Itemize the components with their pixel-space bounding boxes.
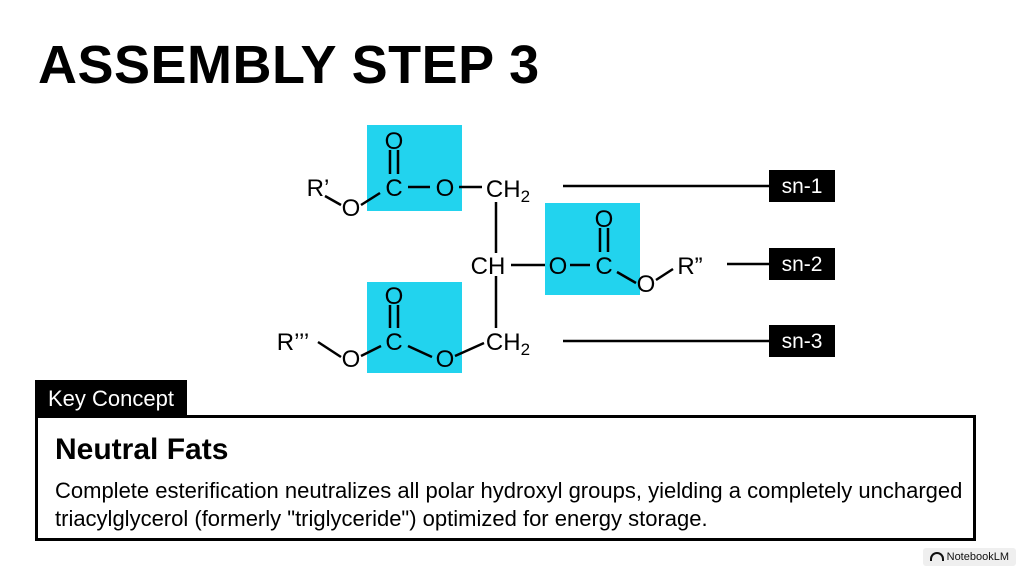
ch2-sn1-main: CH: [486, 176, 521, 203]
atom-o-ester-sn3: O: [342, 346, 361, 373]
key-concept-body: Complete esterification neutralizes all …: [55, 478, 963, 531]
ester-highlight-sn3: [367, 282, 462, 373]
sn3-label: sn-3: [782, 330, 823, 353]
atom-r-sn3: R’’’: [277, 329, 309, 356]
ch2-sn3-main: CH: [486, 329, 521, 356]
watermark-text: NotebookLM: [946, 551, 1009, 563]
ch2-sn1-subscript: 2: [521, 187, 530, 206]
atom-o-carbonyl-sn2: O: [595, 206, 614, 233]
atom-c-carbonyl-sn3: C: [385, 329, 402, 356]
atom-ch-sn2: CH: [471, 253, 506, 280]
ester-highlight-sn1: [367, 125, 462, 211]
sn-labels: sn-1 sn-2 sn-3: [769, 170, 835, 357]
atom-ch2-sn3: CH2: [486, 329, 530, 359]
atom-o-ester-sn2: O: [637, 271, 656, 298]
sn2-label-box: [769, 248, 835, 280]
ester-highlight-sn2: [545, 203, 640, 295]
notebooklm-logo-icon: [929, 552, 944, 561]
notebooklm-watermark: NotebookLM: [922, 548, 1016, 566]
ch2-sn3-subscript: 2: [521, 340, 530, 359]
atom-r-sn2: R”: [677, 253, 702, 280]
atom-o-link-sn2: O: [549, 253, 568, 280]
atom-o-carbonyl-sn3: O: [385, 283, 404, 310]
bonds: [317, 150, 769, 359]
atom-o-link-sn1: O: [436, 175, 455, 202]
key-concept-tab: Key Concept: [35, 380, 187, 417]
sn3-label-box: [769, 325, 835, 357]
sn1-label-box: [769, 170, 835, 202]
sn1-label: sn-1: [782, 175, 823, 198]
atom-ch2-sn1: CH2: [486, 176, 530, 206]
atom-r-sn1: R’: [307, 175, 330, 202]
sn2-label: sn-2: [782, 253, 823, 276]
key-concept-box: Neutral Fats Complete esterification neu…: [35, 415, 976, 541]
atom-c-carbonyl-sn2: C: [595, 253, 612, 280]
key-concept-heading: Neutral Fats: [55, 433, 229, 466]
atom-o-ester-sn1: O: [342, 195, 361, 222]
atom-o-carbonyl-sn1: O: [385, 128, 404, 155]
page-title: ASSEMBLY STEP 3: [38, 35, 540, 95]
atom-c-carbonyl-sn1: C: [385, 175, 402, 202]
atom-o-link-sn3: O: [436, 346, 455, 373]
